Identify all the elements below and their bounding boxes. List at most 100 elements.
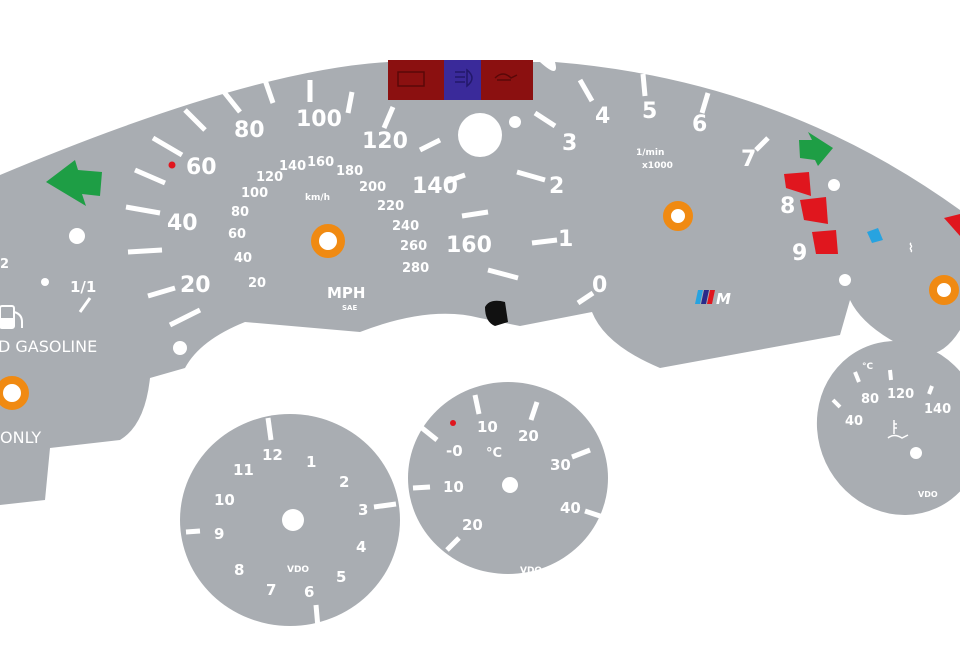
oil-temp-dial: 40 80 120 140 °C VDO [816,341,960,515]
kmh-label: 20 [248,276,266,291]
temp-label: 20 [462,516,483,534]
clock-label: 9 [214,525,224,543]
oil-temperature-icon [887,420,909,439]
mph-label: 80 [234,118,265,143]
clock-label: 12 [262,446,283,464]
temp-label: -0 [446,442,463,460]
mph-label: 140 [412,174,458,199]
kmh-label: 40 [234,251,252,266]
clock-label: 11 [233,461,254,479]
right-turn-arrow-icon [799,132,833,166]
main-cluster-face [0,62,960,505]
sae-label: SAE [342,304,357,312]
left-turn-arrow-icon [46,160,102,206]
fuel-text: D GASOLINE [0,337,97,356]
clock-label: 4 [356,538,366,556]
mph-label: 160 [446,233,492,258]
mph-labels: 20 40 60 80 100 120 140 160 [167,107,492,298]
kmh-unit: km/h [305,193,330,203]
clock-label: 3 [358,501,368,519]
rpm-label: 5 [642,99,657,124]
oil-temp-label: 40 [845,414,863,429]
mount-hole [839,274,851,286]
kmh-label: 180 [336,164,363,179]
temp-label: 40 [560,499,581,517]
kmh-label: 100 [241,186,268,201]
tacho-pivot [663,201,693,231]
rpm-label: 3 [562,131,577,156]
kmh-label: 280 [402,261,429,276]
kmh-label: 60 [228,227,246,242]
outside-temp-dial: -0 10 20 30 40 10 20 °C VDO [408,382,608,576]
kmh-label: 160 [307,155,334,170]
temp-label: 10 [477,418,498,436]
mount-hole [69,228,85,244]
mount-hole [348,342,364,358]
fuel-label: 1/1 [70,278,96,296]
clock-label: 5 [336,568,346,586]
clock-label: 10 [214,491,235,509]
tachometer-ticks [516,73,960,306]
kmh-label: 200 [359,180,386,195]
mph-unit: MPH [327,284,365,302]
rpm-label: 8 [780,194,795,219]
temp-label: 30 [550,456,571,474]
kmh-label: 260 [400,239,427,254]
mph-label: 60 [186,155,217,180]
kmh-label: 80 [231,205,249,220]
fuel-label: 2 [0,257,9,272]
mount-hole [173,341,187,355]
rpm-label: 0 [592,273,607,298]
mph-label: 120 [362,129,408,154]
temp-unit: °C [486,446,502,461]
oil-temp-label: 80 [861,392,879,407]
rpm-label: 7 [741,147,756,172]
speedo-pivot [311,224,345,258]
speedometer-ticks [125,79,519,328]
oil-temp-label: 140 [924,402,951,417]
center-hole [458,113,502,157]
warning-light-strip [388,60,533,100]
blue-indicator [867,228,883,243]
rpm-label: 9 [792,241,807,266]
kmh-label: 120 [256,170,283,185]
headlight-icon [444,60,481,100]
redline-band [784,172,811,196]
mph-label: 100 [296,107,342,132]
clock-label: 6 [304,583,314,601]
clock-label: 8 [234,561,244,579]
kmh-label: 140 [279,159,306,174]
fuel-pump-icon [0,305,23,329]
rpm-label: 4 [595,104,610,129]
battery-icon [388,60,444,100]
mph-label: 20 [180,273,211,298]
oil-temp-unit: °C [862,362,874,372]
fuel-text-only: ONLY [0,428,41,447]
kmh-label: 220 [377,199,404,214]
rpm-label: 6 [692,112,707,137]
svg-text:M: M [716,290,731,308]
clock-label: 7 [266,581,276,599]
m-logo: M [695,290,731,308]
reset-knob[interactable] [485,300,508,326]
tachometer-labels: 0 1 2 3 4 5 6 7 8 9 [549,99,807,298]
kmh-labels: 20 40 60 80 100 120 140 160 180 200 220 … [228,155,429,291]
clock-label: 1 [306,453,316,471]
mph-label: 40 [167,211,198,236]
vdo-brand: VDO [520,566,542,576]
rpm-label: 2 [549,174,564,199]
clock-label: 2 [339,473,349,491]
mount-hole [509,116,521,128]
clock-dial: 12 1 2 3 4 5 6 7 8 9 10 11 VDO [180,414,400,629]
coolant-temperature-icon: ⌇ [908,241,914,255]
mount-hole [828,179,840,191]
vdo-brand: VDO [918,490,938,499]
temp-pivot [929,275,959,305]
kmh-label: 240 [392,219,419,234]
oil-temp-label: 120 [887,387,914,402]
rpm-label: 1 [558,227,573,252]
vdo-brand: VDO [287,565,309,575]
temp-label: 10 [443,478,464,496]
temp-label: 20 [518,427,539,445]
